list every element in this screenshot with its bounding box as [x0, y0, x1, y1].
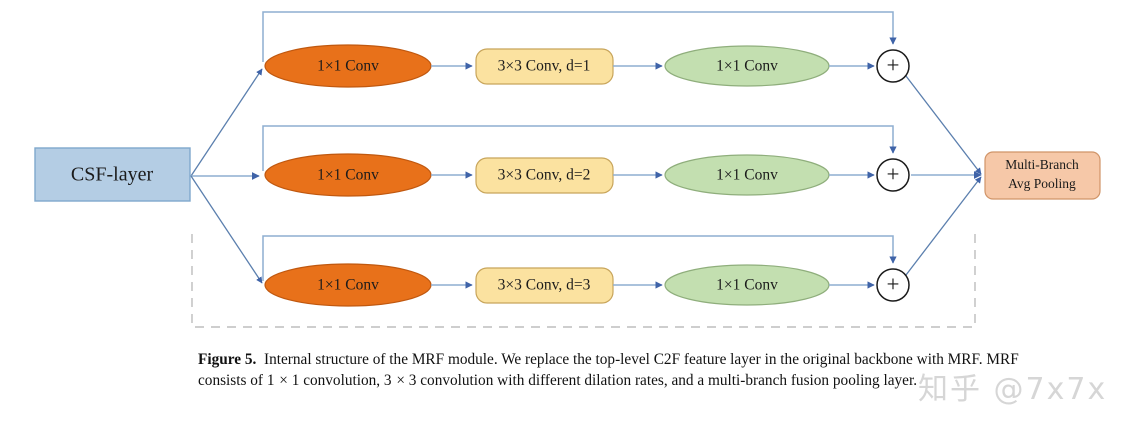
node-csf-layer[interactable]: CSF-layer: [34, 147, 191, 202]
fanout-line-branch-3: [190, 175, 263, 284]
figure-number: Figure 5.: [198, 351, 257, 368]
branch-2-sum-label: +: [887, 161, 900, 186]
branch-1-sum-node[interactable]: +: [876, 49, 910, 83]
fanout-line-branch-1: [190, 68, 263, 177]
branch-2-sum-node[interactable]: +: [876, 158, 910, 192]
branch-1-reduce-conv-label: 1×1 Conv: [317, 58, 379, 75]
fanin-line-branch-1: [905, 75, 982, 175]
csf-layer-box[interactable]: [34, 147, 191, 202]
caption-text-part-2: 1 convolution, 3: [291, 371, 392, 389]
multi-branch-avg-pooling-box[interactable]: [984, 151, 1101, 200]
branch-1-dilated-conv-label: 3×3 Conv, d=1: [498, 58, 591, 75]
branch-1-sum-label: +: [887, 52, 900, 77]
branch-2-dilated-conv[interactable]: 3×3 Conv, d=2: [475, 157, 614, 194]
branch-2-reduce-conv[interactable]: 1×1 Conv: [264, 153, 432, 197]
branch-3-sum-node[interactable]: +: [876, 268, 910, 302]
branch-3-reduce-conv[interactable]: 1×1 Conv: [264, 263, 432, 307]
branch-2: 1×1 Conv 3×3 Conv, d=2 1×1 Conv +: [262, 125, 910, 197]
branch-2-expand-conv-label: 1×1 Conv: [716, 167, 778, 184]
fanin-line-branch-3: [905, 176, 982, 276]
branch-1: 1×1 Conv 3×3 Conv, d=1 1×1 Conv +: [262, 11, 910, 88]
branch-1-dilated-conv[interactable]: 3×3 Conv, d=1: [475, 48, 614, 85]
branch-3-dilated-conv-label: 3×3 Conv, d=3: [498, 277, 591, 294]
csf-layer-label: CSF-layer: [71, 164, 154, 186]
caption-text-part-1: Internal structure of the MRF module. We…: [198, 351, 1019, 389]
caption-text-part-3: 3 convolution with different dilation ra…: [408, 371, 918, 389]
skip-connection-branch-1: [262, 11, 897, 62]
skip-connection-branch-2: [262, 125, 897, 171]
branch-1-expand-conv[interactable]: 1×1 Conv: [664, 45, 830, 87]
caption-times-1: ×: [279, 371, 288, 389]
branch-3-expand-conv[interactable]: 1×1 Conv: [664, 264, 830, 306]
caption-times-2: ×: [396, 371, 405, 389]
branch-1-reduce-conv[interactable]: 1×1 Conv: [264, 44, 432, 88]
node-multi-branch-avg-pooling[interactable]: Multi-Branch Avg Pooling: [984, 151, 1101, 200]
mrf-module-diagram: CSF-layer 1×1 Conv 3×3 Conv, d=1: [34, 11, 1101, 328]
branch-3-sum-label: +: [887, 271, 900, 296]
skip-connection-branch-3: [262, 235, 897, 281]
branch-3-expand-conv-label: 1×1 Conv: [716, 277, 778, 294]
branch-1-expand-conv-label: 1×1 Conv: [716, 58, 778, 75]
branch-3-reduce-conv-label: 1×1 Conv: [317, 277, 379, 294]
branch-3: 1×1 Conv 3×3 Conv, d=3 1×1 Conv +: [262, 235, 910, 307]
branch-2-reduce-conv-label: 1×1 Conv: [317, 167, 379, 184]
branch-2-expand-conv[interactable]: 1×1 Conv: [664, 154, 830, 196]
branch-2-dilated-conv-label: 3×3 Conv, d=2: [498, 167, 591, 184]
branch-3-dilated-conv[interactable]: 3×3 Conv, d=3: [475, 267, 614, 304]
multi-branch-avg-pooling-line1: Multi-Branch: [1005, 157, 1079, 172]
figure-caption: Figure 5. Internal structure of the MRF …: [198, 350, 1028, 391]
multi-branch-avg-pooling-line2: Avg Pooling: [1008, 176, 1076, 191]
